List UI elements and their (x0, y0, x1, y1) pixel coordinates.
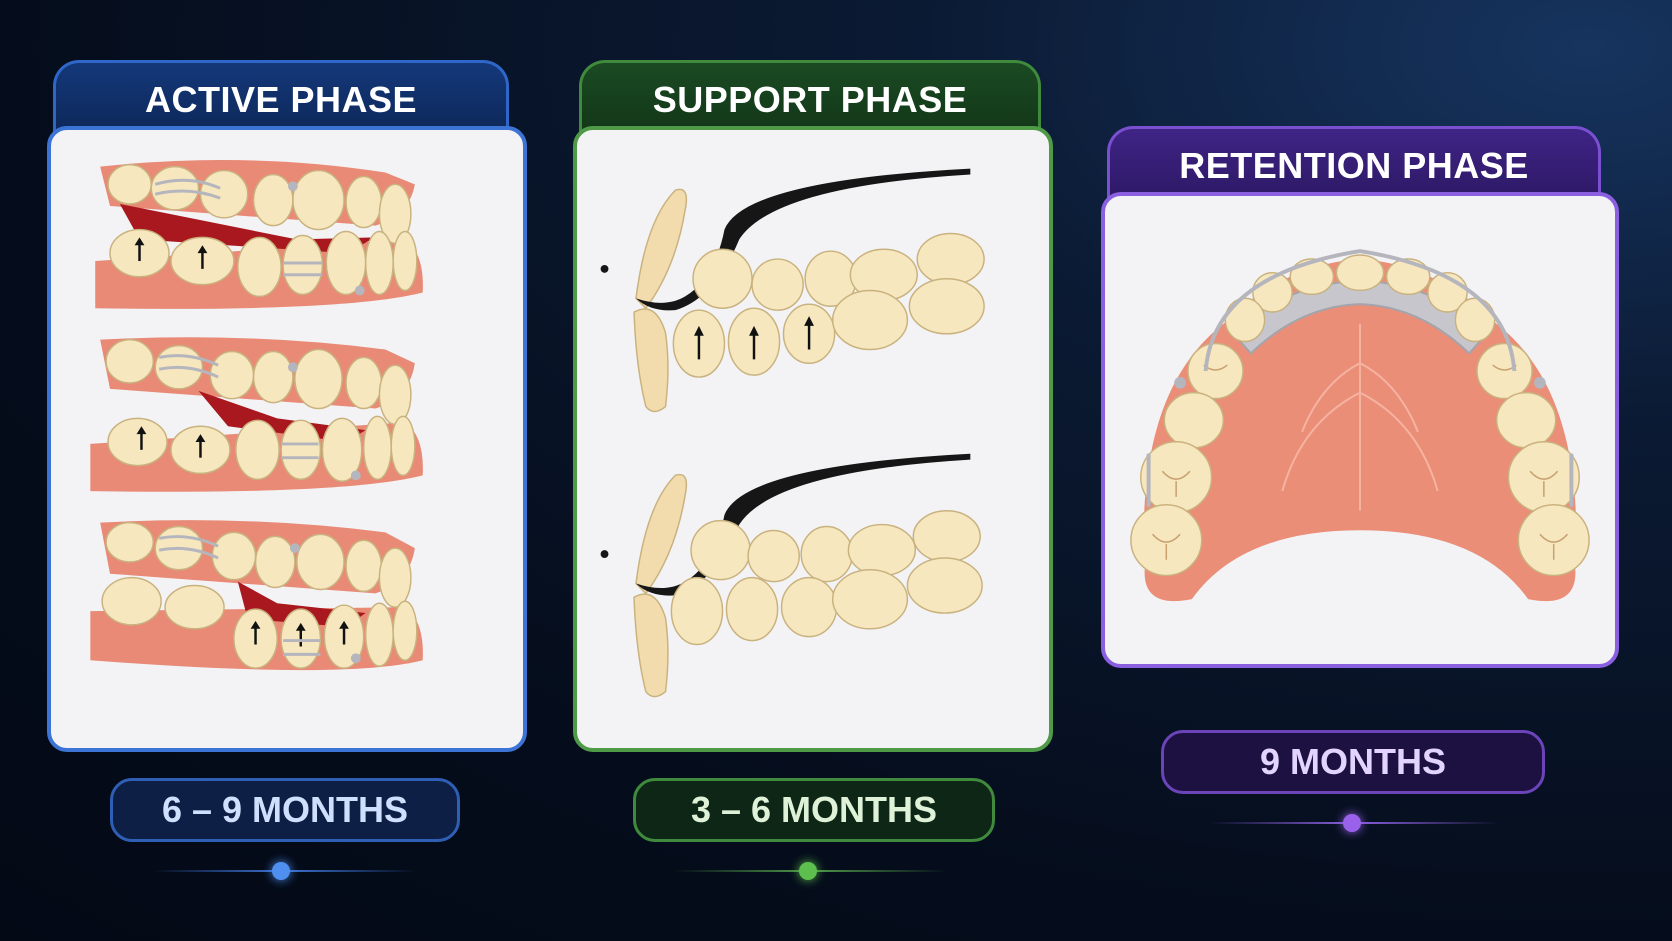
active-phase-title: ACTIVE PHASE (53, 60, 509, 136)
active-phase-duration-badge: 6 – 9 MONTHS (110, 778, 460, 842)
active-phase-dentition-diagram (90, 159, 423, 671)
active-phase-illustration (47, 126, 527, 752)
support-phase-illustration (573, 126, 1053, 752)
retention-appliance-diagram (1130, 249, 1590, 602)
side-profile-stage-1 (600, 168, 985, 413)
dental-arch-stage-3 (90, 520, 423, 671)
support-phase-timeline-marker (799, 862, 817, 880)
retention-phase-timeline-marker (1343, 814, 1361, 832)
retention-phase-duration-badge: 9 MONTHS (1161, 730, 1545, 794)
retention-phase-illustration (1101, 192, 1619, 668)
side-profile-stage-2 (600, 453, 983, 698)
active-phase-timeline-marker (272, 862, 290, 880)
support-phase-title: SUPPORT PHASE (579, 60, 1041, 136)
retention-phase-title: RETENTION PHASE (1107, 126, 1601, 202)
dental-arch-stage-1 (95, 159, 423, 309)
support-phase-dentition-diagram (600, 168, 985, 698)
dental-arch-stage-2 (90, 337, 423, 492)
support-phase-duration-badge: 3 – 6 MONTHS (633, 778, 995, 842)
